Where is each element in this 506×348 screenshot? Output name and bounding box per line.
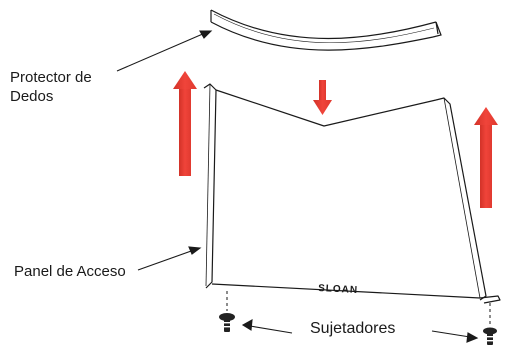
install-arrow [313,80,332,115]
brand-logo: SLOAN [318,283,359,296]
screw-icon [483,327,497,345]
leader-protector [116,30,213,72]
brand-text: SLOAN [318,283,359,296]
leader-panel [137,246,202,271]
leader-fasteners-left [241,319,293,334]
access-panel-label: Panel de Acceso [14,263,126,280]
finger-guard [210,9,442,51]
fasteners-label: Sujetadores [310,320,396,337]
up-arrow-icon [480,124,492,208]
screw-icon [219,313,235,332]
down-arrow-icon [319,80,326,102]
finger-guard-label: Protector de Dedos [10,68,92,106]
finger-guard-label-line2: Dedos [10,88,54,105]
lift-arrow-left [173,71,197,176]
finger-guard-label-line1: Protector de [10,69,92,86]
leader-fasteners-right [431,330,479,343]
access-panel [203,83,501,304]
lift-arrow-right [474,107,498,208]
